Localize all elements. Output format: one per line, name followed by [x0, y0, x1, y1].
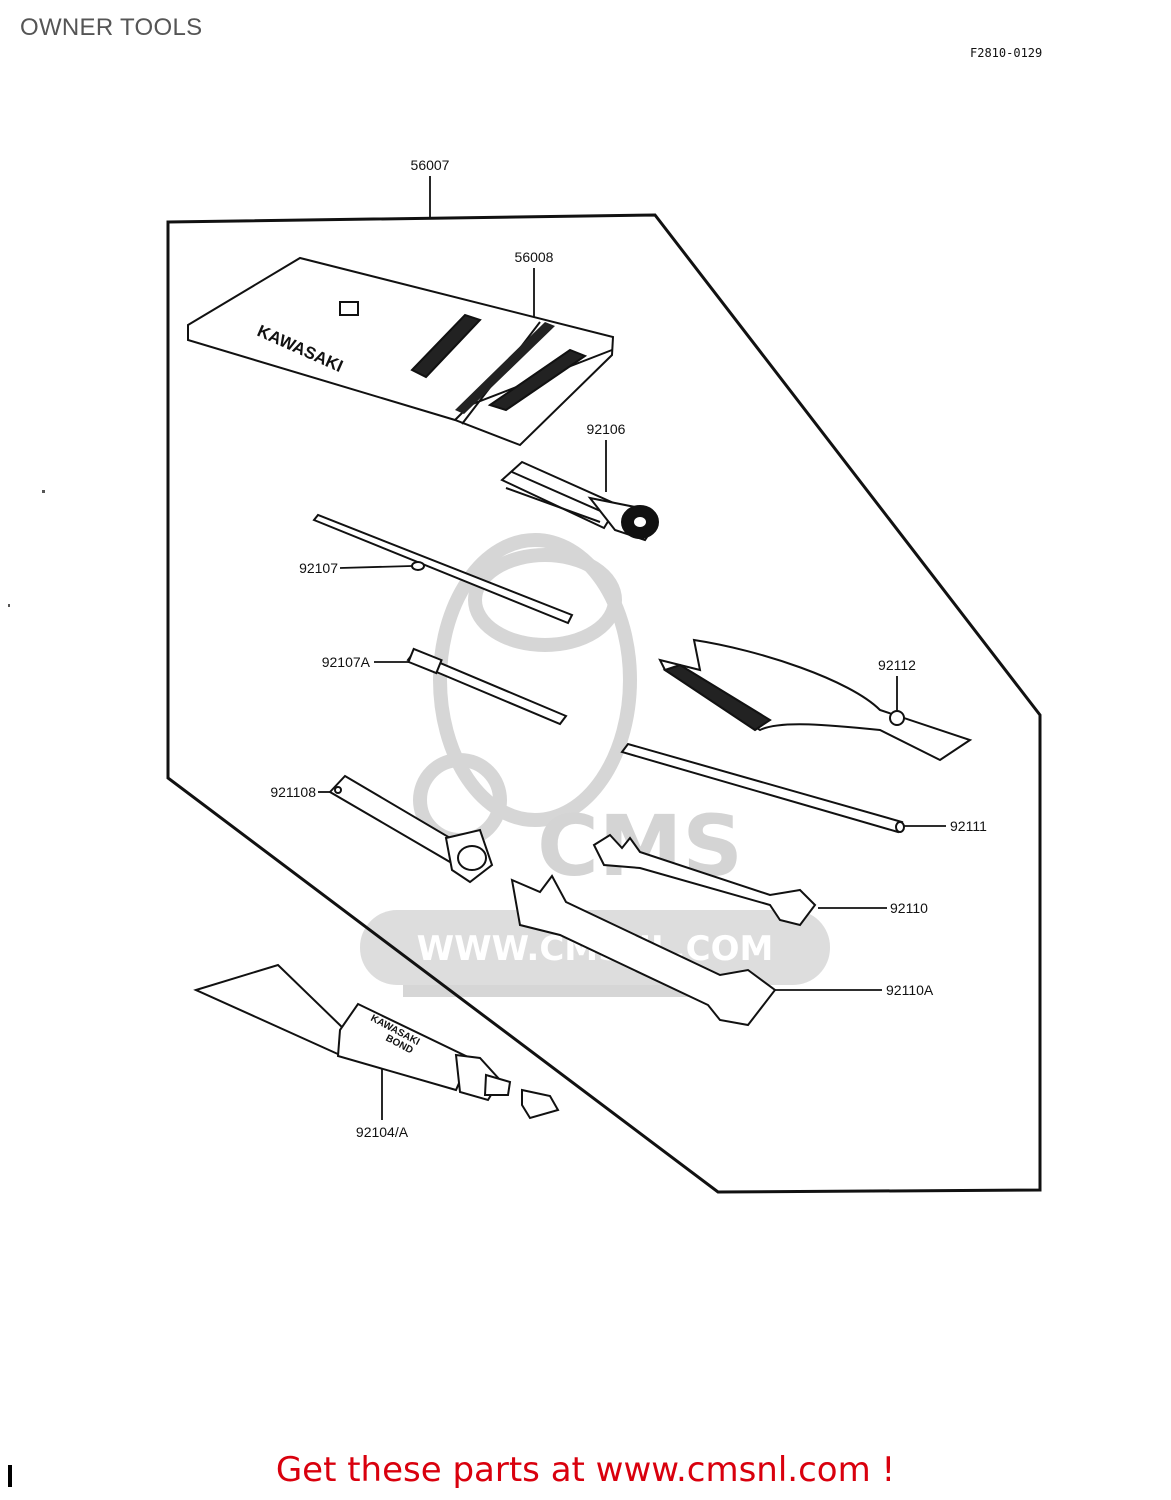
part-label-92111: 92111	[950, 818, 987, 834]
screwdriver-bit-92107A	[406, 647, 568, 726]
wrench-92110A	[510, 874, 777, 1027]
part-label-56007: 56007	[411, 157, 450, 173]
parts-diagram: WWW.CMSNL.COM CMS KAWASAKI	[8, 157, 1042, 1194]
stray-mark	[8, 604, 10, 607]
bond-tube-92104A	[193, 963, 560, 1120]
pliers-92112	[658, 638, 973, 762]
page-title: OWNER TOOLS	[20, 14, 203, 41]
tommy-bar-92111	[620, 742, 905, 834]
get-parts-link[interactable]: Get these parts at www.cmsnl.com !	[275, 1450, 896, 1490]
part-label-92110A: 92110A	[886, 982, 934, 998]
part-label-92107: 92107	[299, 560, 338, 576]
part-label-92107A: 92107A	[322, 654, 371, 670]
screwdriver-bit-92107	[312, 513, 574, 625]
wrench-92110	[592, 833, 817, 927]
screwdriver-handle-92106	[500, 460, 659, 542]
spark-plug-wrench-921108	[328, 774, 494, 884]
part-label-56008: 56008	[515, 249, 554, 265]
part-label-921108: 921108	[270, 784, 316, 800]
part-label-92104A: 92104/A	[356, 1124, 409, 1140]
edge-mark	[8, 1465, 12, 1487]
part-label-92112: 92112	[878, 657, 916, 673]
part-label-92110: 92110	[890, 900, 928, 916]
leader-lines	[318, 176, 946, 1120]
kit-outline	[166, 213, 1042, 1194]
diagram-code: F2810-0129	[970, 46, 1043, 60]
tool-bag-56008	[187, 256, 615, 447]
stray-mark	[42, 490, 45, 493]
part-label-92106: 92106	[587, 421, 626, 437]
